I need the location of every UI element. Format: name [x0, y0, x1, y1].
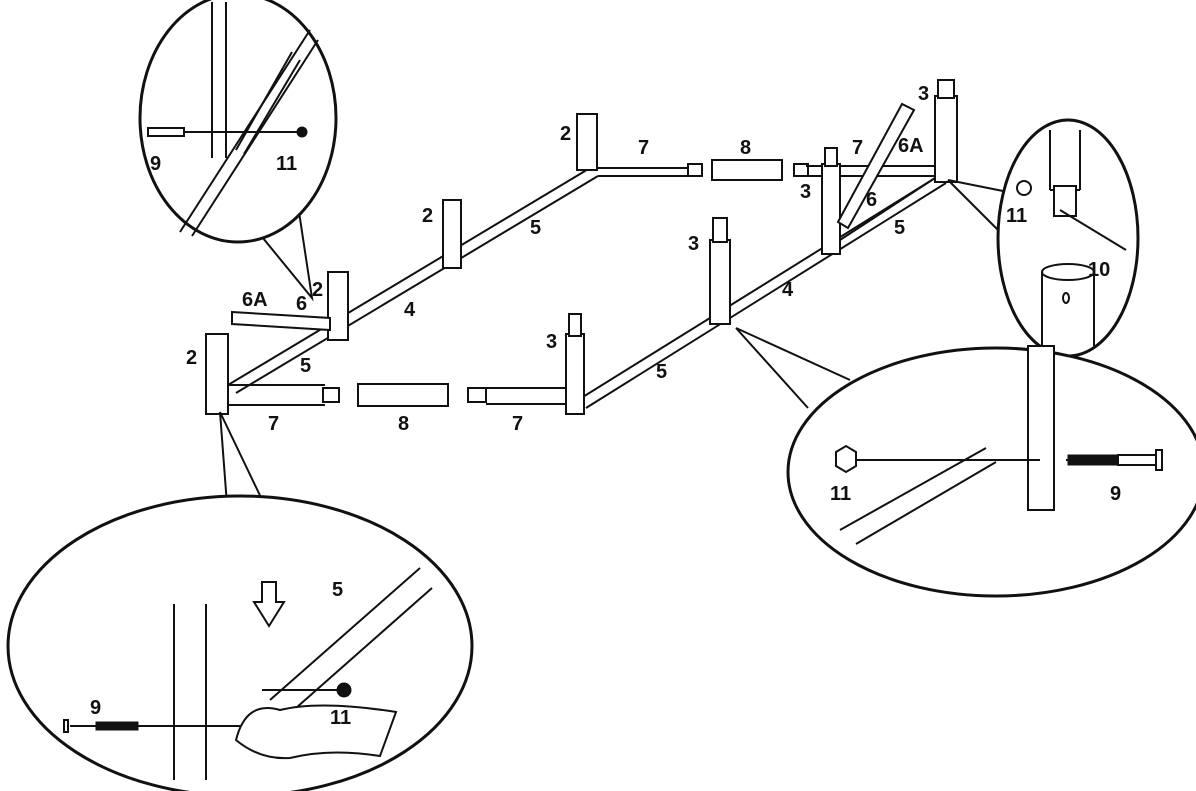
label-part-2-back: 2 [560, 123, 571, 145]
callout-tr-lower-tube [1041, 272, 1095, 346]
callout-bl-rail-5 [269, 567, 433, 709]
callout-tr-nut [1016, 180, 1032, 196]
brace-6A-left [231, 310, 331, 332]
upright-2-back [576, 113, 598, 171]
label-part-8-back: 8 [740, 137, 751, 159]
leader-top-left [239, 191, 314, 302]
callout-tr-upper-tube [1049, 130, 1081, 190]
callout-bottom-left [6, 494, 474, 791]
label-part-9-callout-bl: 9 [90, 697, 101, 719]
upright-2-front-left [205, 333, 229, 415]
label-part-3-mid: 3 [688, 233, 699, 255]
callout-mr-bolt-thread [1067, 454, 1119, 466]
label-part-11-callout-bl: 11 [330, 707, 351, 729]
label-part-5-back: 5 [530, 217, 541, 239]
callout-bl-bolt-thread [95, 721, 139, 731]
callout-mr-rail [839, 447, 997, 545]
label-part-11-callout-tl: 11 [276, 153, 297, 175]
crossbar-front-right-tip [467, 387, 487, 403]
label-part-8-front: 8 [398, 413, 409, 435]
callout-bl-nut [336, 682, 352, 698]
label-part-2-front-left: 2 [186, 347, 197, 369]
callout-tr-bolt [1059, 209, 1127, 251]
callout-tr-lower-tube-top [1041, 263, 1095, 281]
label-part-10-callout-tr: 10 [1088, 259, 1110, 281]
upright-3-right-inner [821, 163, 841, 255]
callout-bl-foot-bracket [234, 704, 398, 760]
rail-left-back-edge-b [235, 175, 599, 394]
callout-tl-brace-2 [235, 51, 301, 155]
label-part-7-front-right: 7 [512, 413, 523, 435]
label-part-9-callout-mr: 9 [1110, 483, 1121, 505]
label-part-4-right: 4 [782, 279, 794, 301]
callout-mr-bolt-head [1155, 449, 1163, 471]
crossbar-front-left-tip [322, 387, 340, 403]
upright-2-center [442, 199, 462, 269]
upright-2-mid-left [327, 271, 349, 341]
label-part-11-callout-tr: 11 [1006, 205, 1027, 227]
label-part-6A-right: 6A [898, 135, 924, 157]
upright-3-right-inner-cap [824, 147, 838, 167]
label-part-6A-left: 6A [242, 289, 268, 311]
label-part-7-right: 7 [852, 137, 863, 159]
labels: 9 11 11 10 11 9 5 11 9 2 2 2 2 3 3 3 3 4… [90, 83, 1121, 729]
upright-3-mid-cap [712, 217, 728, 243]
upright-3-front-cap [568, 313, 582, 337]
rail-left-back-edge-a [227, 167, 591, 386]
callout-mid-right-circle [786, 346, 1196, 598]
label-part-4-left: 4 [404, 299, 416, 321]
rail-front-edge-a [577, 174, 941, 401]
callout-mr-bolt-shank [1117, 454, 1159, 466]
label-part-3-back-right: 3 [918, 83, 929, 105]
callout-top-left [138, 0, 338, 244]
callout-bl-upright [173, 604, 207, 780]
callout-bl-bolt-head [63, 719, 69, 733]
crossbar-back-tip [687, 163, 703, 177]
rail-front-edge-b [585, 182, 947, 409]
label-part-7-back: 7 [638, 137, 649, 159]
callout-tr-hole [1062, 292, 1070, 304]
connector-8-back [711, 159, 783, 181]
down-arrow-icon [252, 581, 286, 628]
callout-mr-hex-nut [835, 444, 857, 474]
label-part-6-right: 6 [866, 189, 877, 211]
label-part-9-callout-tl: 9 [150, 153, 161, 175]
upright-3-back-right [934, 95, 958, 183]
label-part-5-front-left: 5 [300, 355, 311, 377]
label-part-5-right: 5 [894, 217, 905, 239]
callout-top-right-circle [996, 118, 1140, 358]
callout-bottom-left-circle [6, 494, 474, 791]
label-part-6-left: 6 [296, 293, 307, 315]
upright-3-back-right-cap [937, 79, 955, 99]
upright-3-mid [709, 239, 731, 325]
brace-6-right-lower [839, 177, 936, 241]
callout-top-right [996, 118, 1140, 358]
upright-3-front [565, 333, 585, 415]
callout-tl-nut [296, 126, 308, 138]
callout-leaders [219, 179, 1011, 519]
label-part-3-front: 3 [546, 331, 557, 353]
label-part-7-front-left: 7 [268, 413, 279, 435]
label-part-2-mid-left: 2 [312, 279, 323, 301]
connector-back-tip-right [793, 163, 809, 177]
frame [205, 79, 958, 415]
label-part-5-front: 5 [656, 361, 667, 383]
callout-mr-upright [1027, 345, 1055, 511]
label-part-11-callout-mr: 11 [830, 483, 851, 505]
callout-tr-socket [1053, 185, 1077, 217]
label-part-2-center: 2 [422, 205, 433, 227]
label-part-3-right-inner: 3 [800, 181, 811, 203]
connector-8-front [357, 383, 449, 407]
callout-tl-bolt [147, 127, 185, 137]
brace-6-right [836, 102, 916, 230]
callout-mid-right [786, 345, 1196, 598]
leader-mid-right [735, 327, 851, 409]
label-part-5-callout-bl: 5 [332, 579, 343, 601]
